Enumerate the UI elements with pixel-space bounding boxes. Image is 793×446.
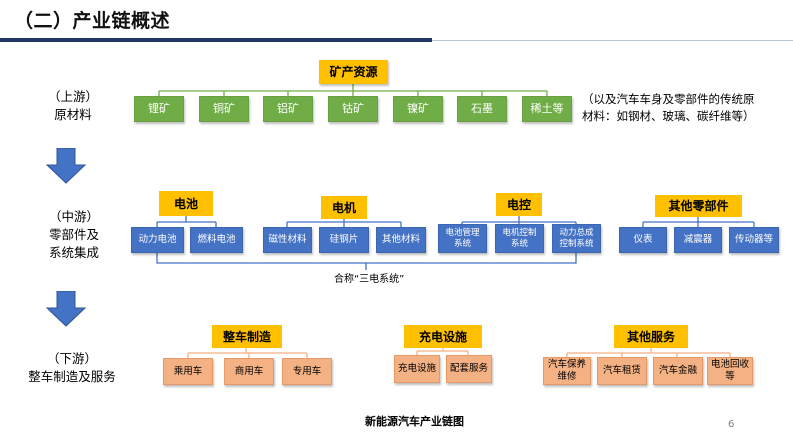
upstream-note: （以及汽车车身及零部件的传统原 材料：如钢材、玻璃、碳纤维等）: [582, 91, 755, 125]
upstream-item: 镍矿: [393, 96, 443, 122]
upstream-item: 铝矿: [263, 96, 313, 122]
stage-midstream-line3: 系统集成: [48, 245, 99, 260]
stage-downstream-line2: 整车制造及服务: [28, 369, 116, 384]
upstream-item: 铜矿: [199, 96, 249, 122]
midstream-category-controller: 电控: [496, 193, 542, 216]
midstream-item: 磁性材料: [263, 227, 312, 253]
upstream-item: 稀土等: [522, 96, 572, 122]
downstream-item: 汽车金融: [653, 357, 703, 385]
three-electric-system-label: 合称“三电系统”: [334, 274, 405, 285]
midstream-item: 仪表: [619, 227, 667, 253]
upstream-item: 石墨: [457, 96, 507, 122]
stage-label-downstream: （下游） 整车制造及服务: [18, 350, 126, 386]
stage-midstream-line1: （中游）: [48, 209, 99, 224]
midstream-item: 硅钢片: [319, 227, 369, 253]
stage-midstream-line2: 零部件及: [48, 227, 99, 242]
downstream-item: 乘用车: [163, 358, 213, 385]
midstream-connectors: [156, 216, 755, 270]
midstream-item: 电机控制系统: [495, 224, 544, 253]
downstream-item: 专用车: [282, 358, 332, 385]
downstream-item: 电池回收等: [707, 357, 753, 385]
page-title: （二）产业链概述: [14, 10, 171, 32]
title-underline: [0, 38, 432, 42]
midstream-item: 燃料电池: [190, 227, 243, 253]
title-divider: [432, 40, 793, 41]
page-number: 6: [728, 419, 735, 430]
midstream-item: 动力电池: [131, 227, 184, 253]
midstream-category-battery: 电池: [159, 191, 213, 216]
upstream-item: 锂矿: [134, 96, 184, 122]
down-arrow-icon: [46, 148, 86, 184]
stage-label-midstream: （中游） 零部件及 系统集成: [34, 208, 114, 262]
downstream-item: 配套服务: [446, 355, 492, 383]
down-arrow-icon: [46, 291, 86, 327]
upstream-note-line1: （以及汽车车身及零部件的传统原: [582, 92, 755, 106]
figure-caption: 新能源汽车产业链图: [365, 415, 464, 428]
downstream-connectors: [187, 348, 731, 358]
midstream-item: 传动器等: [729, 227, 779, 253]
stage-downstream-line1: （下游）: [46, 351, 97, 366]
downstream-category-vehicle-manufacturing: 整车制造: [212, 325, 282, 348]
downstream-item: 汽车保养维修: [543, 357, 591, 385]
downstream-category-charging: 充电设施: [404, 325, 482, 348]
root-mineral-resources: 矿产资源: [319, 60, 388, 84]
stage-upstream-line2: 原材料: [54, 107, 92, 122]
midstream-category-motor: 电机: [321, 196, 367, 219]
upstream-connectors: [158, 84, 548, 96]
midstream-category-other-parts: 其他零部件: [655, 195, 742, 217]
downstream-category-other-services: 其他服务: [614, 325, 688, 348]
upstream-note-line2: 材料：如钢材、玻璃、碳纤维等）: [582, 109, 755, 123]
downstream-item: 商用车: [224, 358, 274, 385]
upstream-item: 钴矿: [328, 96, 378, 122]
stage-label-upstream: （上游） 原材料: [38, 88, 108, 124]
midstream-item: 动力总成控制系统: [552, 224, 601, 253]
stage-upstream-line1: （上游）: [47, 89, 98, 104]
downstream-item: 汽车租赁: [597, 357, 647, 385]
midstream-item: 电池管理系统: [438, 224, 487, 253]
downstream-item: 充电设施: [394, 355, 440, 383]
midstream-item: 减震器: [674, 227, 722, 253]
midstream-item: 其他材料: [376, 227, 426, 253]
